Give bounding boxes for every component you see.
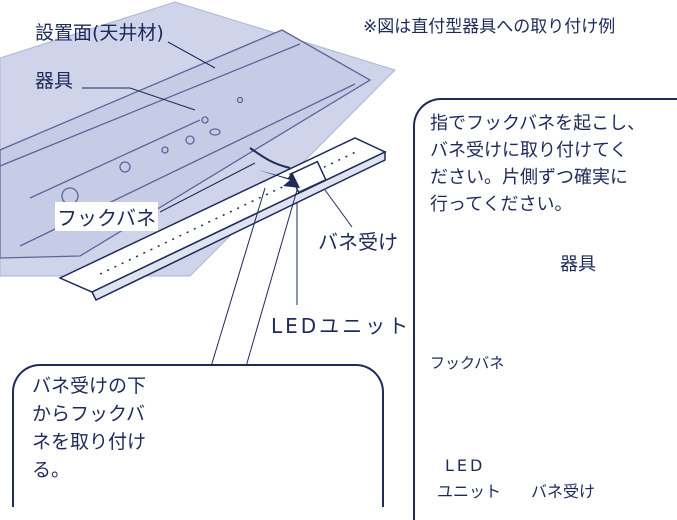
callout-right-line-4: 行ってください。 (430, 194, 573, 215)
callout-left-box (12, 364, 384, 507)
fixture-body (0, 29, 372, 259)
callout-right-line-1: 指でフックバネを起こし、 (430, 113, 646, 134)
label-hook-spring: フックバネ (55, 202, 158, 231)
note-text: ※図は直付型器具への取り付け例 (363, 17, 616, 37)
hook-spring-wire (249, 147, 291, 169)
callout-right-line-2: バネ受けに取り付けてく (430, 140, 628, 161)
callout-right-box (413, 98, 677, 520)
main-arrow (258, 170, 300, 188)
label-ceiling: 設置面(天井材) (35, 22, 164, 44)
callout-right-fixture-label: 器具 (560, 254, 596, 275)
callout-left-line-2: からフックバ (32, 403, 146, 425)
callout-right-hook-spring-label: フックバネ (430, 354, 505, 372)
label-spring-receiver: バネ受け (318, 230, 398, 254)
callout-left-text: バネ受けの下 からフックバ ネを取り付け る。 (32, 372, 146, 484)
callout-left-line-1: バネ受けの下 (32, 375, 147, 397)
leader-lines (82, 41, 353, 371)
callout-right-line-3: ださい。片側ずつ確実に (430, 167, 628, 188)
label-led-unit: LEDユニット (271, 314, 412, 338)
callout-left-line-3: ネを取り付け (32, 431, 147, 453)
callout-right-led-line2: ユニット (437, 482, 502, 501)
callout-left-line-4: る。 (32, 459, 71, 481)
callout-right-spring-receiver-label: バネ受け (531, 482, 596, 501)
callout-right-led-line1: LED (445, 456, 486, 475)
label-fixture: 器具 (35, 70, 74, 92)
callout-right-text: 指でフックバネを起こし、 バネ受けに取り付けてく ださい。片側ずつ確実に 行って… (430, 110, 645, 218)
